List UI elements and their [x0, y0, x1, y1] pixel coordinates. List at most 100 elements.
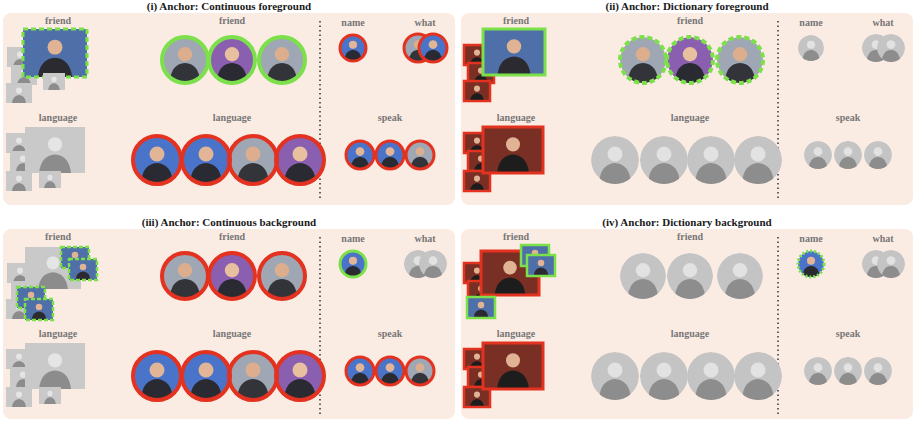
word-label: language	[671, 328, 709, 340]
signer-image	[209, 253, 255, 299]
signer-image	[591, 136, 639, 184]
word-label: friend	[503, 15, 529, 27]
panel-illustration	[3, 13, 455, 205]
word-label: language	[213, 112, 251, 124]
sign-circle	[162, 37, 208, 83]
word-label: speak	[378, 112, 402, 124]
sign-circle	[667, 37, 713, 83]
signer-image	[804, 141, 832, 169]
sign-circle	[276, 352, 324, 400]
signer-image	[687, 352, 735, 400]
panel-box: (i) Anchor: Continuous foregroundfriendf…	[3, 13, 455, 205]
word-label: name	[799, 233, 822, 245]
signer-image	[483, 29, 545, 75]
signer-image	[340, 35, 366, 61]
sign-circle	[133, 352, 181, 400]
signer-image	[340, 251, 366, 277]
sign-circle	[209, 253, 255, 299]
word-label: language	[39, 328, 77, 340]
word-label: friend	[677, 15, 703, 27]
signer-image	[182, 352, 230, 400]
signer-image	[6, 387, 32, 407]
word-label: speak	[836, 112, 860, 124]
word-label: what	[872, 17, 893, 29]
signer-image	[276, 136, 324, 184]
signer-image	[25, 299, 53, 320]
signer-image	[406, 141, 434, 169]
signer-image	[483, 343, 543, 389]
word-label: friend	[219, 15, 245, 27]
word-label: friend	[503, 231, 529, 243]
signer-image	[25, 127, 85, 173]
signer-image	[346, 357, 374, 385]
signer-image	[834, 141, 862, 169]
panel-title: (i) Anchor: Continuous foreground	[147, 0, 311, 12]
panel-box: (ii) Anchor: Dictionary foregroundfriend…	[461, 13, 913, 205]
panel-illustration	[461, 13, 913, 205]
signer-image	[25, 343, 85, 389]
signer-image	[687, 136, 735, 184]
word-label: friend	[45, 15, 71, 27]
signer-image	[620, 253, 666, 299]
signer-image	[591, 352, 639, 400]
signer-image	[6, 171, 32, 191]
signer-image	[229, 136, 277, 184]
word-label: what	[872, 233, 893, 245]
video-frame	[527, 255, 555, 276]
panel-box: (iii) Anchor: Continuous backgroundfrien…	[3, 229, 455, 419]
signer-image	[209, 37, 255, 83]
sign-circle	[376, 357, 404, 385]
signer-image	[259, 253, 305, 299]
signer-image	[734, 136, 782, 184]
word-label: speak	[378, 328, 402, 340]
signer-image	[798, 35, 824, 61]
panel-title: (iv) Anchor: Dictionary background	[602, 216, 771, 228]
sign-circle	[340, 35, 366, 61]
sign-circle	[259, 37, 305, 83]
signer-image	[69, 259, 97, 280]
signer-image	[467, 297, 495, 318]
signer-image	[419, 34, 447, 62]
word-label: name	[341, 233, 364, 245]
panel-title: (ii) Anchor: Dictionary foreground	[605, 0, 768, 12]
word-label: language	[213, 328, 251, 340]
sign-circle	[406, 357, 434, 385]
word-label: what	[414, 233, 435, 245]
video-frame	[483, 127, 543, 173]
signer-image	[717, 253, 763, 299]
panel-box: (iv) Anchor: Dictionary backgroundfriend…	[461, 229, 913, 419]
signer-image	[39, 171, 61, 188]
video-frame	[467, 297, 495, 318]
signer-image	[864, 357, 892, 385]
sign-circle	[209, 37, 255, 83]
signer-image	[406, 357, 434, 385]
sign-circle	[798, 251, 824, 277]
signer-image	[877, 34, 905, 62]
signer-image	[640, 352, 688, 400]
signer-image	[133, 136, 181, 184]
signer-image	[667, 37, 713, 83]
signer-image	[464, 81, 490, 101]
signer-image	[376, 357, 404, 385]
signer-image	[133, 352, 181, 400]
word-label: what	[414, 17, 435, 29]
signer-image	[376, 141, 404, 169]
signer-image	[804, 357, 832, 385]
signer-image	[229, 352, 277, 400]
word-label: language	[497, 328, 535, 340]
video-frame	[23, 29, 87, 77]
signer-image	[259, 37, 305, 83]
video-frame	[69, 259, 97, 280]
signer-image	[483, 127, 543, 173]
word-label: friend	[45, 231, 71, 243]
signer-image	[667, 253, 713, 299]
word-label: language	[671, 112, 709, 124]
panel-title: (iii) Anchor: Continuous background	[142, 216, 316, 228]
sign-circle	[229, 136, 277, 184]
video-frame	[464, 81, 490, 101]
signer-image	[798, 251, 824, 277]
sign-circle	[717, 37, 763, 83]
signer-image	[834, 357, 862, 385]
signer-image	[419, 250, 447, 278]
